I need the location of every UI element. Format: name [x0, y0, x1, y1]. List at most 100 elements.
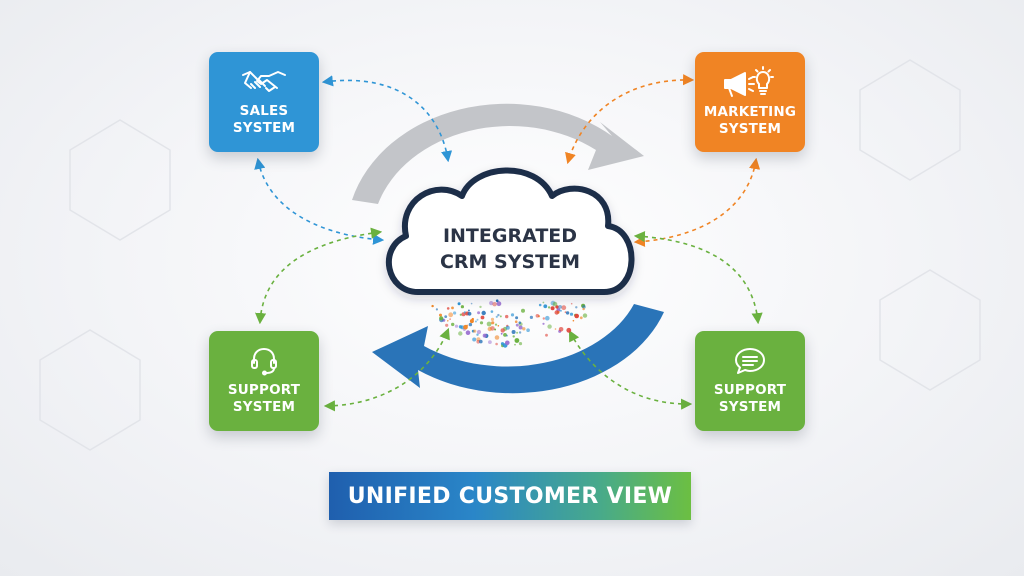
data-particle [459, 313, 462, 316]
data-particle [558, 327, 564, 332]
data-particle [538, 303, 542, 307]
data-particle [566, 327, 572, 333]
data-particle [550, 306, 555, 311]
data-particle [492, 302, 497, 307]
unified-customer-view-banner: UNIFIED CUSTOMER VIEW [329, 472, 691, 520]
data-particle [515, 316, 519, 320]
data-particle [502, 344, 504, 346]
megaphone-lightbulb-icon [724, 66, 774, 97]
data-particle [439, 313, 442, 317]
data-particle [465, 330, 471, 336]
data-particle [516, 331, 519, 334]
data-particle [481, 310, 486, 316]
data-particle [529, 315, 534, 319]
data-particle [505, 325, 510, 330]
data-particle [473, 329, 477, 333]
data-particle [479, 339, 483, 344]
data-particle [457, 302, 461, 306]
data-particle [494, 335, 500, 340]
data-particle [458, 331, 463, 336]
data-particle [487, 326, 492, 332]
chat-bubble-icon [735, 348, 765, 374]
data-particle [477, 311, 481, 315]
data-particle [500, 332, 503, 335]
data-particle [447, 320, 449, 322]
data-particle [547, 306, 551, 309]
data-particle [535, 314, 540, 318]
data-particle [582, 307, 585, 311]
data-particle [514, 320, 518, 324]
data-particle [558, 305, 562, 309]
support-right-label-line1: SUPPORT [713, 382, 787, 398]
data-particle [518, 321, 522, 325]
data-particle [476, 329, 482, 335]
data-particle [572, 319, 575, 322]
data-particle [582, 305, 586, 309]
data-particle [454, 324, 459, 328]
data-particle [431, 304, 434, 308]
connector-marketing-cloud-lower [633, 157, 761, 248]
data-particle [543, 304, 548, 309]
data-particle [552, 301, 558, 307]
data-particle [486, 321, 492, 327]
data-particle [496, 301, 502, 307]
data-particle [569, 312, 574, 316]
connectors [254, 74, 763, 412]
data-particle [579, 316, 583, 320]
background-pattern [39, 59, 981, 451]
data-particle [470, 302, 473, 305]
cloud-label-line2: CRM SYSTEM [439, 251, 581, 273]
data-particle [497, 325, 500, 327]
data-particle [522, 327, 526, 331]
data-particle [542, 317, 545, 320]
data-particle [561, 305, 567, 311]
data-particle [435, 308, 438, 311]
data-particle [468, 322, 473, 327]
data-particle [453, 311, 457, 315]
data-particle [451, 306, 454, 310]
data-particle [518, 342, 523, 346]
data-particle [449, 318, 451, 320]
data-particle [512, 335, 515, 338]
data-particle [451, 322, 455, 327]
data-particle [575, 306, 578, 309]
data-particle [480, 315, 485, 320]
marketing-label-line1: MARKETING [703, 104, 797, 120]
data-particle [554, 328, 557, 330]
data-particle [446, 307, 450, 310]
data-particle [445, 323, 449, 327]
data-particle [439, 316, 444, 321]
sales-label-line2: SYSTEM [232, 120, 296, 136]
data-particle [472, 337, 477, 342]
data-particle [518, 325, 523, 330]
data-particle [460, 305, 464, 309]
data-particle [542, 301, 545, 304]
data-particle [463, 324, 468, 330]
data-particle [495, 342, 498, 346]
data-particle [511, 330, 516, 334]
data-particle [559, 309, 562, 312]
data-particle [479, 321, 484, 325]
data-particle [570, 302, 573, 305]
data-particle [495, 299, 499, 303]
marketing-system-node: MARKETING SYSTEM [695, 52, 805, 152]
data-particle [510, 313, 515, 317]
data-particle [514, 338, 520, 343]
data-particle [565, 311, 570, 315]
connector-sales-cloud [321, 75, 453, 163]
data-particle [514, 343, 516, 346]
connector-support-left-cloud [255, 227, 383, 325]
data-particle [500, 328, 505, 333]
data-particle [491, 321, 495, 325]
data-particle [476, 340, 481, 344]
data-particle [547, 324, 552, 329]
connector-support-right-cloud [633, 230, 763, 325]
banner-label: UNIFIED CUSTOMER VIEW [347, 483, 673, 509]
data-particle [499, 315, 502, 318]
data-particle [521, 308, 525, 313]
marketing-label-line2: SYSTEM [718, 121, 782, 137]
data-particle [554, 310, 559, 315]
data-particle [582, 313, 588, 318]
support-left-label-line1: SUPPORT [227, 382, 301, 398]
